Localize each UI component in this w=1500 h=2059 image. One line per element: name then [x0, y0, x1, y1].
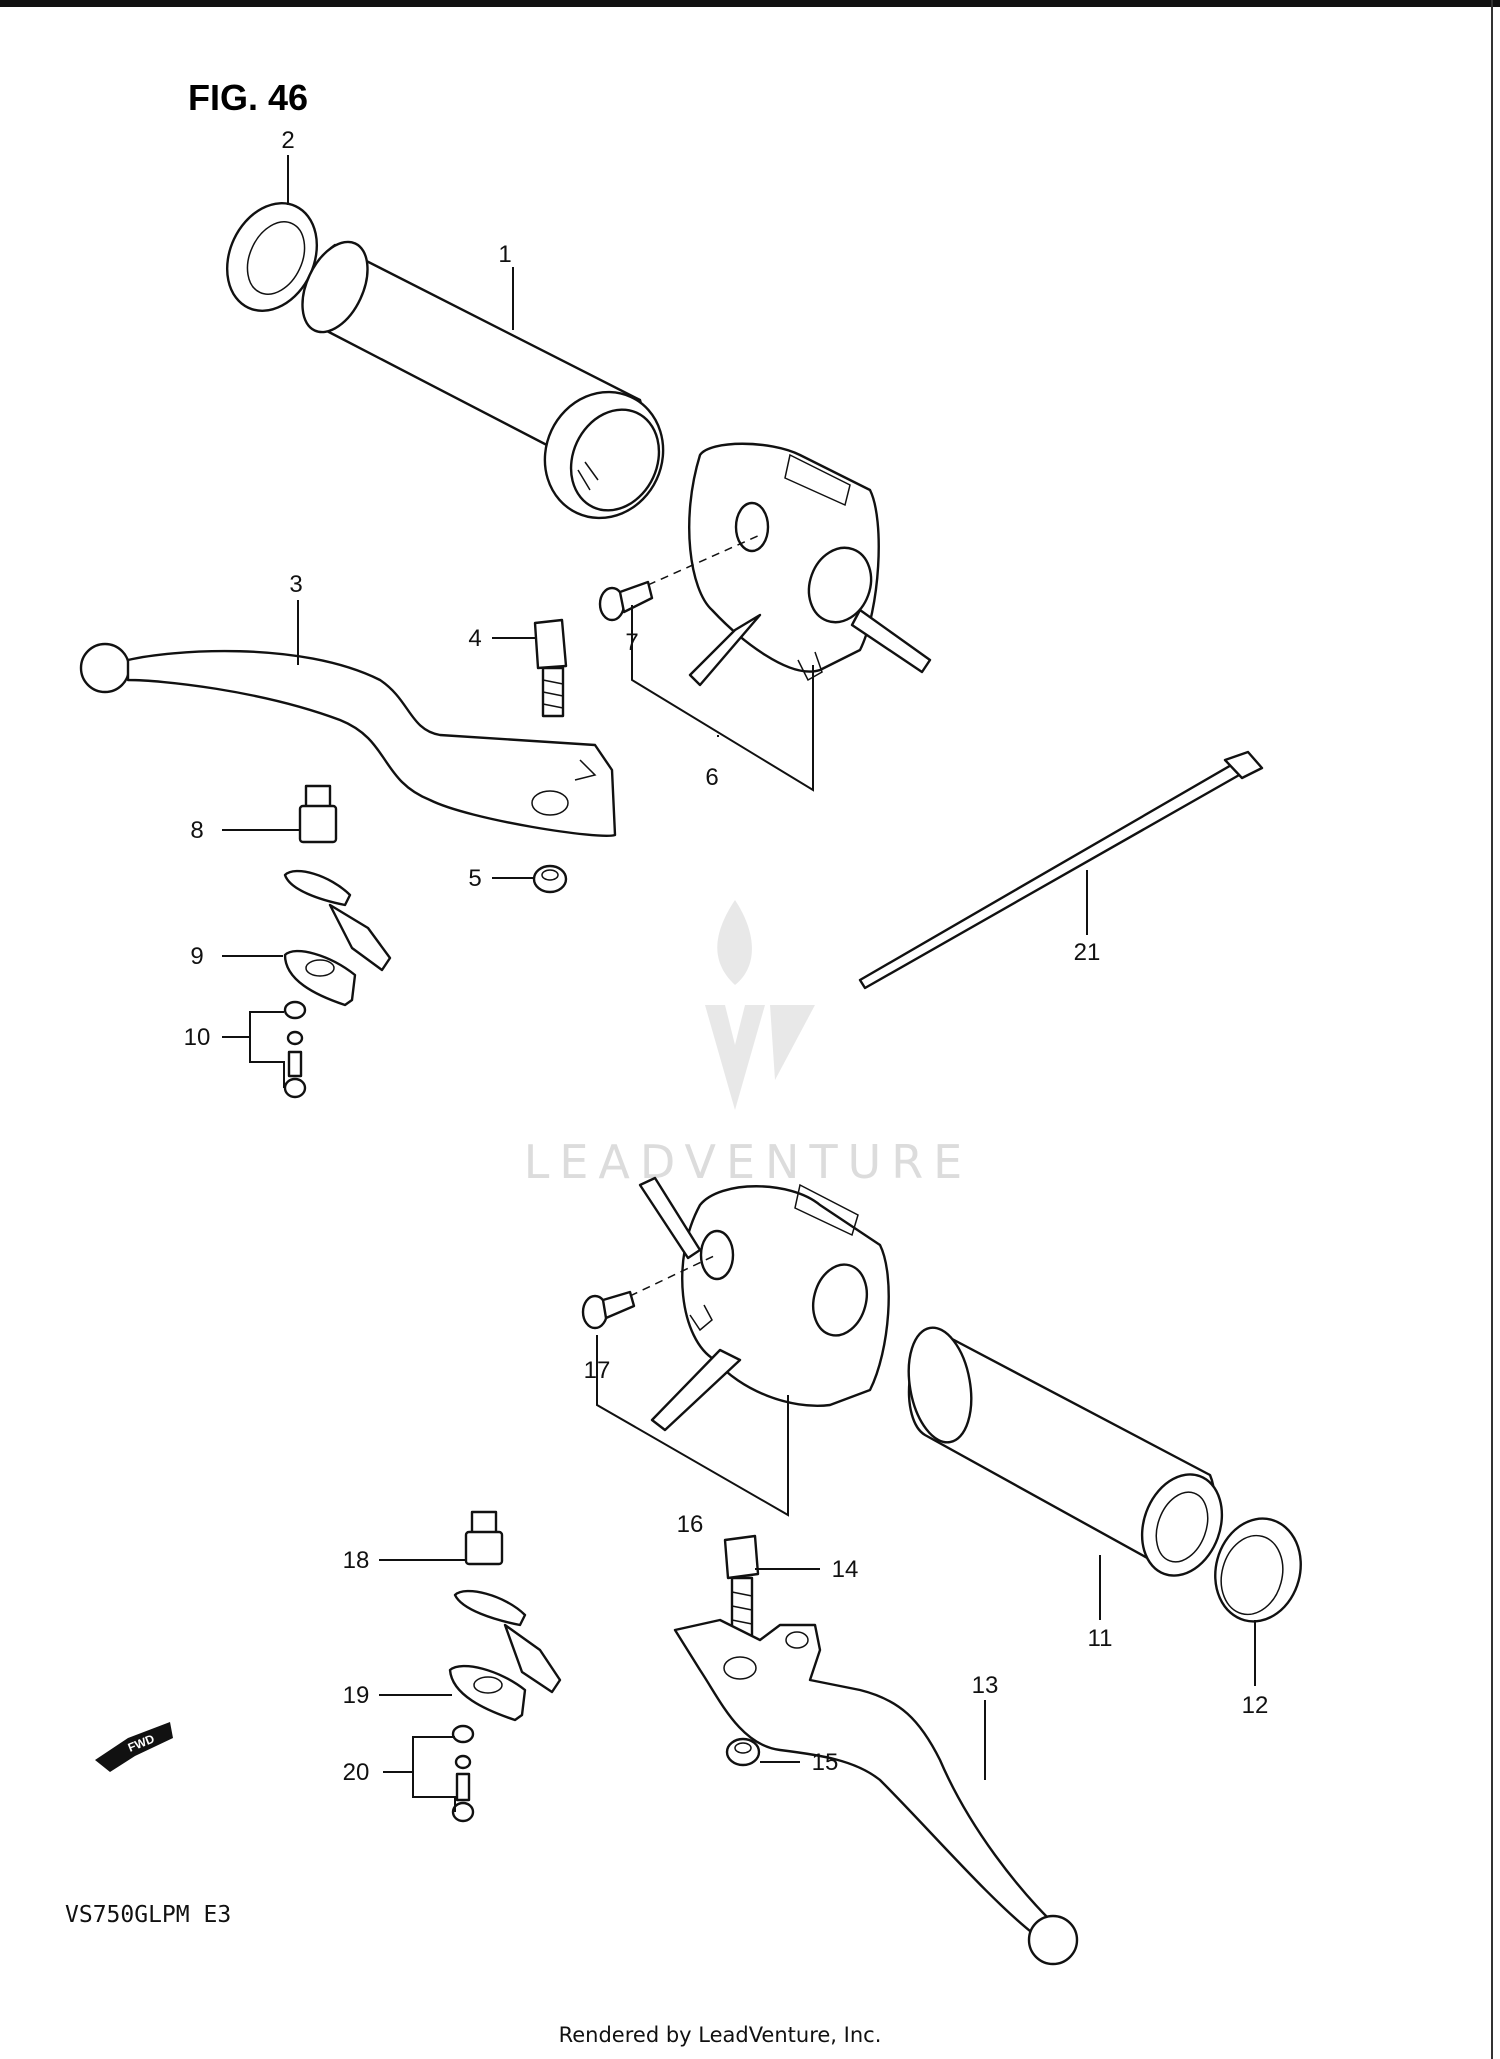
part-8-switch-plunger — [298, 784, 338, 844]
part-11-handlebar-grip — [907, 1326, 1224, 1577]
part-18-switch-plunger — [464, 1510, 504, 1566]
callout-17: 17 — [584, 1357, 611, 1384]
callout-9: 9 — [190, 943, 203, 970]
part-4-pivot-bolt — [533, 618, 568, 718]
part-17-screw — [581, 1254, 717, 1330]
part-1-throttle-grip — [301, 240, 665, 520]
part-3-brake-lever — [79, 642, 617, 837]
forward-arrow-icon: FWD — [95, 1722, 173, 1772]
callout-13: 13 — [972, 1672, 999, 1699]
callout-6: 6 — [705, 764, 718, 791]
part-12-grip-end-cap — [1214, 1517, 1302, 1623]
callout-14: 14 — [832, 1556, 859, 1583]
callout-5: 5 — [468, 865, 481, 892]
leader-lines — [222, 155, 1256, 1812]
part-5-nut — [532, 864, 568, 894]
model-code: VS750GLPM E3 — [65, 1902, 231, 1928]
part-20-screw-and-washer — [451, 1724, 475, 1823]
footer-credit: Rendered by LeadVenture, Inc. — [559, 2023, 882, 2047]
part-16-switch-housing-left — [638, 1176, 890, 1432]
part-19-clutch-switch — [448, 1589, 562, 1722]
callout-16: 16 — [677, 1511, 704, 1538]
part-6-switch-housing-right — [688, 442, 932, 687]
callout-21: 21 — [1074, 939, 1101, 966]
callout-11: 11 — [1088, 1625, 1113, 1652]
figure-title: FIG. 46 — [188, 77, 308, 118]
callout-3: 3 — [289, 571, 302, 598]
callout-10: 10 — [184, 1024, 211, 1051]
callout-18: 18 — [343, 1547, 370, 1574]
part-14-pivot-bolt — [723, 1534, 760, 1638]
part-13-clutch-lever — [673, 1618, 1079, 1966]
callout-1: 1 — [498, 241, 511, 268]
callout-12: 12 — [1242, 1692, 1269, 1719]
callout-15: 15 — [812, 1749, 839, 1776]
top-border — [0, 0, 1500, 7]
callout-2: 2 — [281, 127, 294, 154]
part-21-cable-tie — [858, 750, 1264, 990]
part-9-brake-light-switch — [283, 869, 392, 1007]
callout-20: 20 — [343, 1759, 370, 1786]
callout-labels: 1 2 3 4 5 6 7 8 9 10 11 12 13 14 15 16 1… — [184, 127, 1269, 1786]
watermark-text: LEADVENTURE — [524, 1135, 973, 1189]
callout-4: 4 — [468, 625, 481, 652]
part-7-screw — [598, 534, 761, 622]
part-15-nut — [725, 1737, 761, 1767]
callout-7: 7 — [625, 629, 638, 656]
watermark-logo — [705, 900, 815, 1110]
callout-8: 8 — [190, 817, 203, 844]
callout-19: 19 — [343, 1682, 370, 1709]
part-10-screw-and-washer — [283, 1000, 307, 1099]
